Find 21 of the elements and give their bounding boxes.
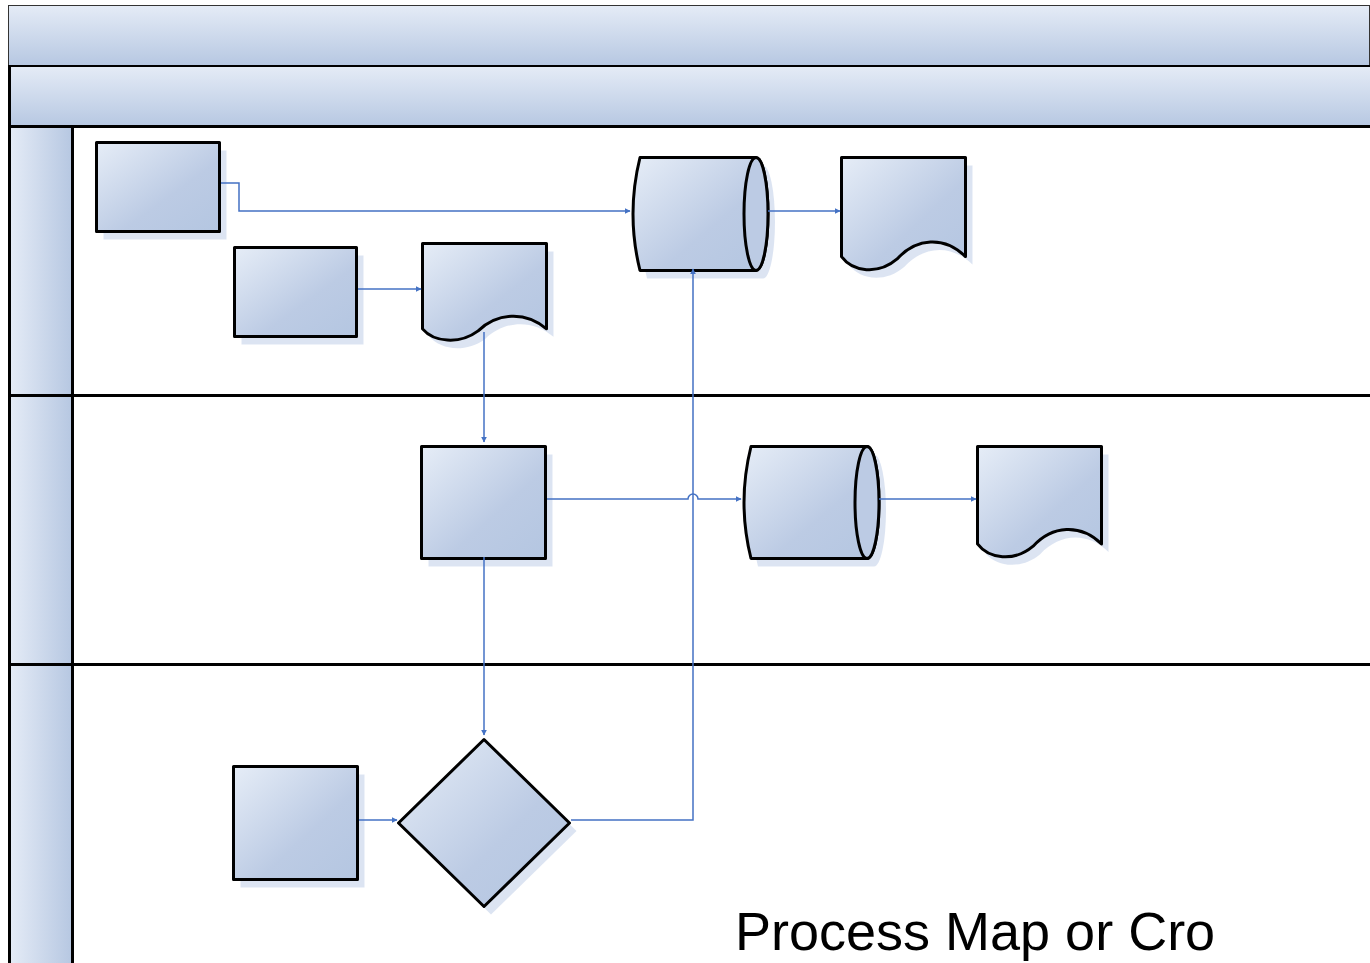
arrow <box>358 817 398 823</box>
arrow <box>481 331 487 443</box>
header-band <box>8 65 1370 126</box>
arrow <box>220 182 631 214</box>
decision-diamond <box>397 738 579 917</box>
storage-cylinder <box>741 445 887 569</box>
arrow <box>570 268 696 821</box>
arrow <box>767 208 841 214</box>
process-box <box>233 246 366 347</box>
storage-cylinder <box>630 156 776 281</box>
arrow <box>481 556 487 736</box>
swimlane <box>8 125 1370 395</box>
process-box <box>232 765 367 890</box>
process-box <box>95 141 229 242</box>
arrow <box>546 493 742 502</box>
process-box <box>420 445 555 569</box>
swimlane <box>8 394 1370 664</box>
swimlane <box>8 663 1370 963</box>
arrow <box>878 496 977 502</box>
arrow <box>357 286 422 292</box>
header-band <box>8 5 1370 66</box>
